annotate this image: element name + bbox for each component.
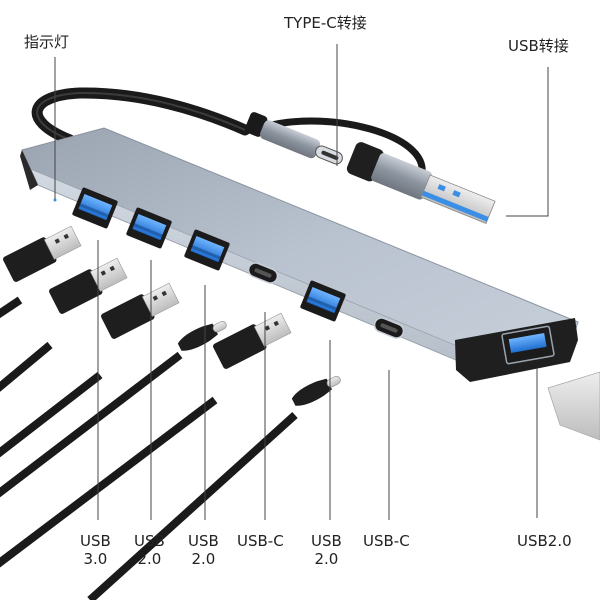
hub-body bbox=[20, 127, 579, 382]
port-label-usb2-0-end: USB2.0 bbox=[517, 532, 572, 550]
indicator-light-label: 指示灯 bbox=[24, 33, 70, 51]
cable-usb-a-1 bbox=[0, 222, 83, 319]
cable-usb-c-1 bbox=[0, 315, 231, 498]
cable-usb-a-4 bbox=[0, 309, 293, 568]
partial-plug bbox=[547, 371, 600, 441]
port-label-usb-c-b: USB-C bbox=[363, 532, 410, 550]
port-label-usb2-0-a: USB 2.0 bbox=[134, 532, 165, 568]
leader-usb-adapter bbox=[506, 67, 549, 217]
port-label-usb3-0: USB 3.0 bbox=[80, 532, 111, 568]
port-label-line2: 2.0 bbox=[191, 550, 216, 568]
port-label-line1: USB bbox=[134, 532, 165, 550]
port-label-line1: USB-C bbox=[237, 532, 284, 550]
port-label-line1: USB bbox=[311, 532, 342, 550]
port-label-line1: USB bbox=[188, 532, 219, 550]
port-label-line2: 2.0 bbox=[137, 550, 162, 568]
cable-usb-c-2 bbox=[87, 370, 345, 603]
port-label-usb-c-a: USB-C bbox=[237, 532, 284, 550]
usb-a-input-connector bbox=[346, 142, 496, 224]
port-label-line2: 3.0 bbox=[83, 550, 108, 568]
typec-adapter-label: TYPE-C转接 bbox=[284, 14, 367, 32]
port-label-line1: USB2.0 bbox=[517, 532, 572, 550]
port-label-line1: USB bbox=[80, 532, 111, 550]
port-label-usb2-0-c: USB 2.0 bbox=[311, 532, 342, 568]
indicator-led bbox=[53, 198, 57, 202]
typec-input-connector bbox=[244, 112, 343, 165]
input-cable bbox=[31, 87, 426, 184]
port-label-line2: 2.0 bbox=[314, 550, 339, 568]
usb-adapter-label: USB转接 bbox=[508, 37, 569, 55]
cable-bundle bbox=[0, 222, 345, 603]
cable-usb-a-3 bbox=[0, 279, 181, 458]
port-label-line1: USB-C bbox=[363, 532, 410, 550]
callout-lines bbox=[54, 44, 549, 520]
port-label-usb2-0-b: USB 2.0 bbox=[188, 532, 219, 568]
cable-usb-a-2 bbox=[0, 254, 129, 392]
